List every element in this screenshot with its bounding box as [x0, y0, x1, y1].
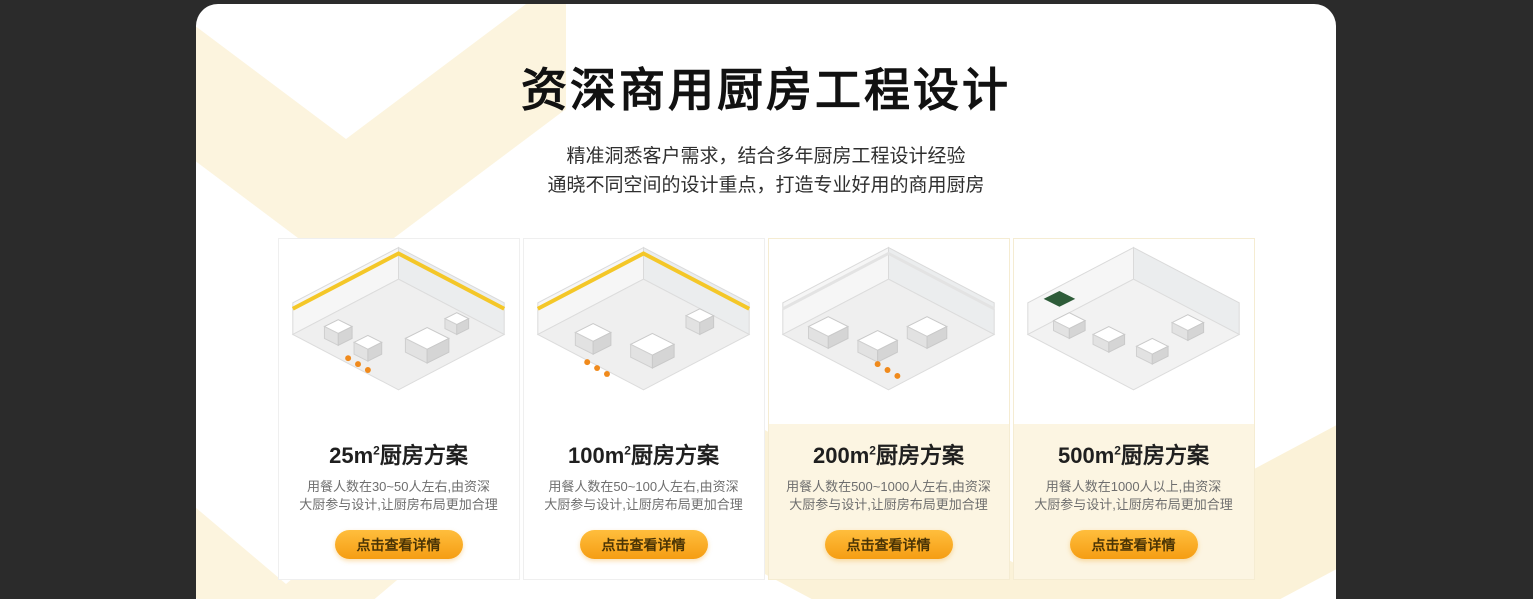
view-details-button[interactable]: 点击查看详情 [579, 530, 708, 559]
plan-description-line1: 用餐人数在50~100人左右,由资深 [548, 479, 739, 494]
plan-title-suffix: 厨房方案 [875, 443, 964, 468]
plan-description-line1: 用餐人数在1000人以上,由资深 [1045, 479, 1222, 494]
view-details-button[interactable]: 点击查看详情 [334, 530, 463, 559]
plan-title-text: 25m [329, 443, 374, 468]
plan-card-200m2[interactable]: 200m2厨房方案 用餐人数在500~1000人左右,由资深大厨参与设计,让厨房… [767, 238, 1010, 580]
plan-title-text: 200m [813, 443, 870, 468]
plan-title-sup: 2 [373, 443, 380, 458]
plan-description-line2: 大厨参与设计,让厨房布局更加合理 [299, 497, 498, 512]
plan-description-line2: 大厨参与设计,让厨房布局更加合理 [789, 497, 988, 512]
plan-card-25m2[interactable]: 25m2厨房方案 用餐人数在30~50人左右,由资深大厨参与设计,让厨房布局更加… [277, 238, 520, 580]
plan-description: 用餐人数在50~100人左右,由资深大厨参与设计,让厨房布局更加合理 [524, 478, 764, 514]
view-details-button[interactable]: 点击查看详情 [824, 530, 953, 559]
plan-title-sup: 2 [869, 443, 876, 458]
plan-description: 用餐人数在30~50人左右,由资深大厨参与设计,让厨房布局更加合理 [279, 478, 519, 514]
plan-card-500m2[interactable]: 500m2厨房方案 用餐人数在1000人以上,由资深大厨参与设计,让厨房布局更加… [1012, 238, 1255, 580]
view-details-button[interactable]: 点击查看详情 [1069, 530, 1198, 559]
content-panel: 资深商用厨房工程设计 精准洞悉客户需求，结合多年厨房工程设计经验 通晓不同空间的… [196, 4, 1336, 599]
plan-cards-row: 25m2厨房方案 用餐人数在30~50人左右,由资深大厨参与设计,让厨房布局更加… [196, 238, 1336, 580]
plan-description: 用餐人数在1000人以上,由资深大厨参与设计,让厨房布局更加合理 [1014, 478, 1254, 514]
section-subtitle-line1: 精准洞悉客户需求，结合多年厨房工程设计经验 [566, 146, 966, 167]
plan-title: 200m2厨房方案 [769, 438, 1009, 470]
plan-title-text: 500m [1058, 443, 1115, 468]
kitchen-render-image [523, 239, 764, 424]
plan-title-suffix: 厨房方案 [379, 443, 468, 468]
plan-title: 500m2厨房方案 [1014, 438, 1254, 470]
plan-card-100m2[interactable]: 100m2厨房方案 用餐人数在50~100人左右,由资深大厨参与设计,让厨房布局… [522, 238, 765, 580]
plan-description: 用餐人数在500~1000人左右,由资深大厨参与设计,让厨房布局更加合理 [769, 478, 1009, 514]
plan-title-suffix: 厨房方案 [630, 443, 719, 468]
plan-title-suffix: 厨房方案 [1120, 443, 1209, 468]
section-title: 资深商用厨房工程设计 [521, 64, 1011, 116]
plan-title-text: 100m [568, 443, 625, 468]
section-subtitle-line2: 通晓不同空间的设计重点，打造专业好用的商用厨房 [547, 175, 985, 196]
plan-description-line1: 用餐人数在500~1000人左右,由资深 [786, 479, 991, 494]
plan-description-line2: 大厨参与设计,让厨房布局更加合理 [544, 497, 743, 512]
kitchen-render-image [278, 239, 519, 424]
plan-description-line1: 用餐人数在30~50人左右,由资深 [306, 479, 491, 494]
plan-title-sup: 2 [624, 443, 631, 458]
kitchen-render-image [768, 239, 1009, 424]
plan-title: 25m2厨房方案 [279, 438, 519, 470]
plan-title: 100m2厨房方案 [524, 438, 764, 470]
kitchen-render-image [1013, 239, 1254, 424]
plan-description-line2: 大厨参与设计,让厨房布局更加合理 [1034, 497, 1233, 512]
plan-title-sup: 2 [1114, 443, 1121, 458]
